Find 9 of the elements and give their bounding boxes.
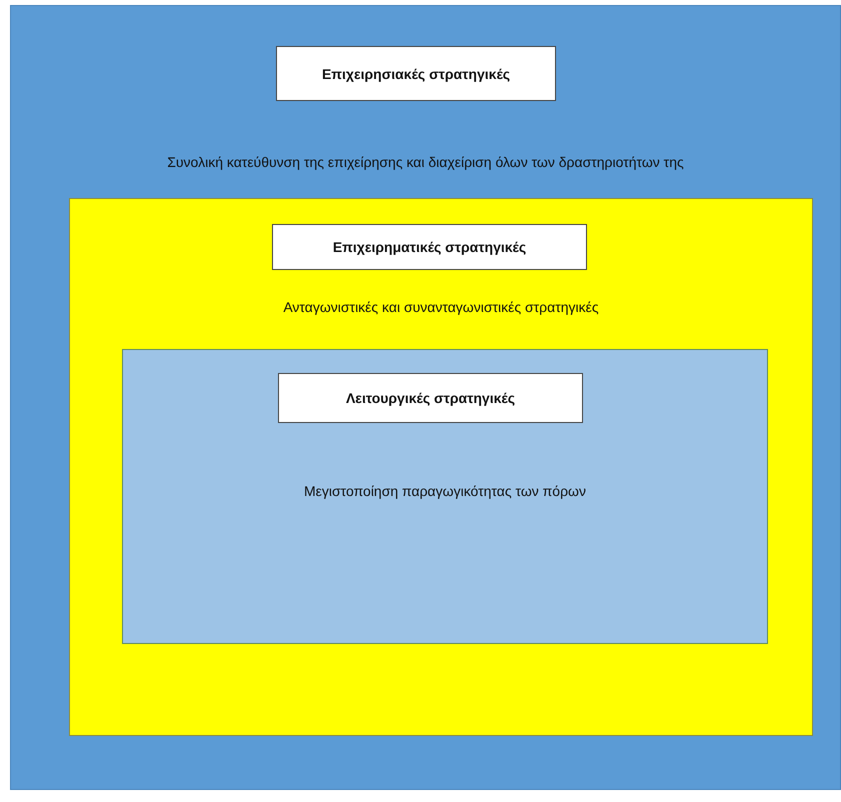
core-panel (122, 349, 768, 644)
heading-box: Λειτουργικές στρατηγικές (278, 373, 583, 423)
heading-box: Επιχειρηματικές στρατηγικές (272, 224, 587, 270)
outer-panel (10, 5, 841, 790)
description-text: Ανταγωνιστικές και συνανταγωνιστικές στρατηγικές (282, 299, 600, 315)
inner-panel (69, 198, 813, 736)
description-text: Μεγιστοποίηση παραγωγικότητας των πόρων (303, 483, 587, 499)
heading-box: Επιχειρησιακές στρατηγικές (276, 46, 556, 101)
description-text: Συνολική κατεύθυνση της επιχείρησης και διαχείριση όλων των δραστηριοτήτων της (166, 154, 685, 170)
